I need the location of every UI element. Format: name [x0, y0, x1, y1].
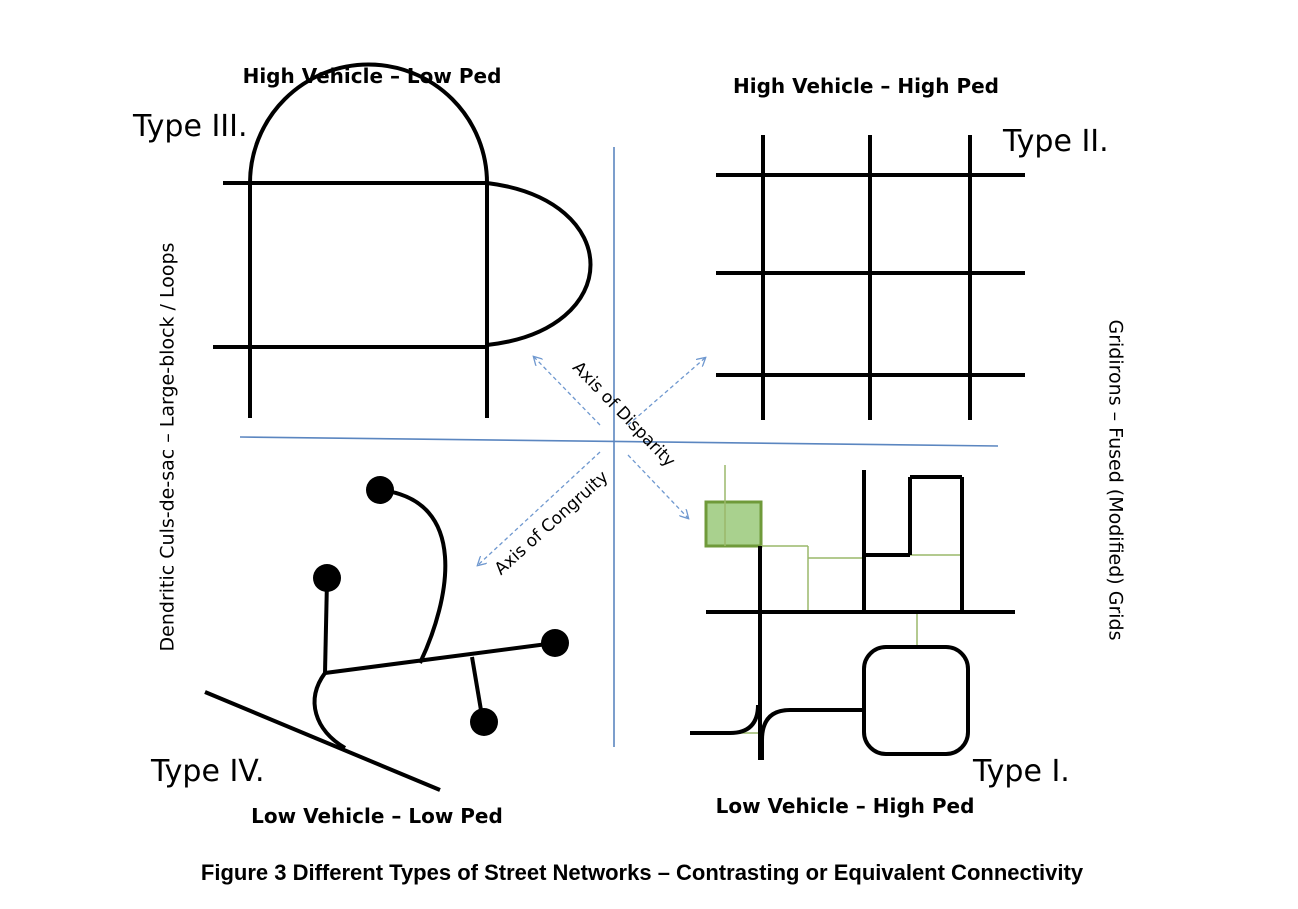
cul-de-sac-bulb: [313, 564, 341, 592]
type-i-network: [690, 465, 1015, 760]
type-ii-network: [716, 135, 1025, 420]
type-label-ii: Type II.: [1002, 124, 1109, 159]
type-label-iv: Type IV.: [150, 754, 264, 789]
cul-de-sac-bulb: [470, 708, 498, 736]
figure-caption: Figure 3 Different Types of Street Netwo…: [201, 860, 1084, 885]
axis-of-disparity-line: [534, 357, 601, 426]
cul-de-sac-bulb: [366, 476, 394, 504]
quadrant-label-top-right: High Vehicle – High Ped: [733, 74, 999, 98]
type-iii-network: [213, 62, 593, 418]
cul-de-sac-bulb: [541, 629, 569, 657]
axis-of-disparity-line-2: [627, 454, 688, 518]
type-label-iii: Type III.: [132, 109, 248, 144]
side-label-right: Gridirons – Fused (Modified) Grids: [1105, 319, 1127, 640]
axis-of-congruity-label: Axis of Congruity: [491, 467, 613, 579]
type-label-i: Type I.: [972, 754, 1070, 789]
horizontal-axis: [239, 436, 999, 447]
quadrant-label-bottom-right: Low Vehicle – High Ped: [716, 794, 975, 818]
quadrant-label-top-left: High Vehicle – Low Ped: [243, 64, 502, 88]
quadrant-label-bottom-left: Low Vehicle – Low Ped: [251, 804, 503, 828]
axis-of-congruity-line: [627, 358, 705, 426]
type-iv-network: [204, 476, 569, 792]
side-label-left: Dendritic Culs-de-sac – Large-block / Lo…: [157, 243, 179, 652]
pedestrian-square: [704, 500, 763, 548]
axis-of-disparity-label: Axis of Disparity: [568, 358, 679, 472]
